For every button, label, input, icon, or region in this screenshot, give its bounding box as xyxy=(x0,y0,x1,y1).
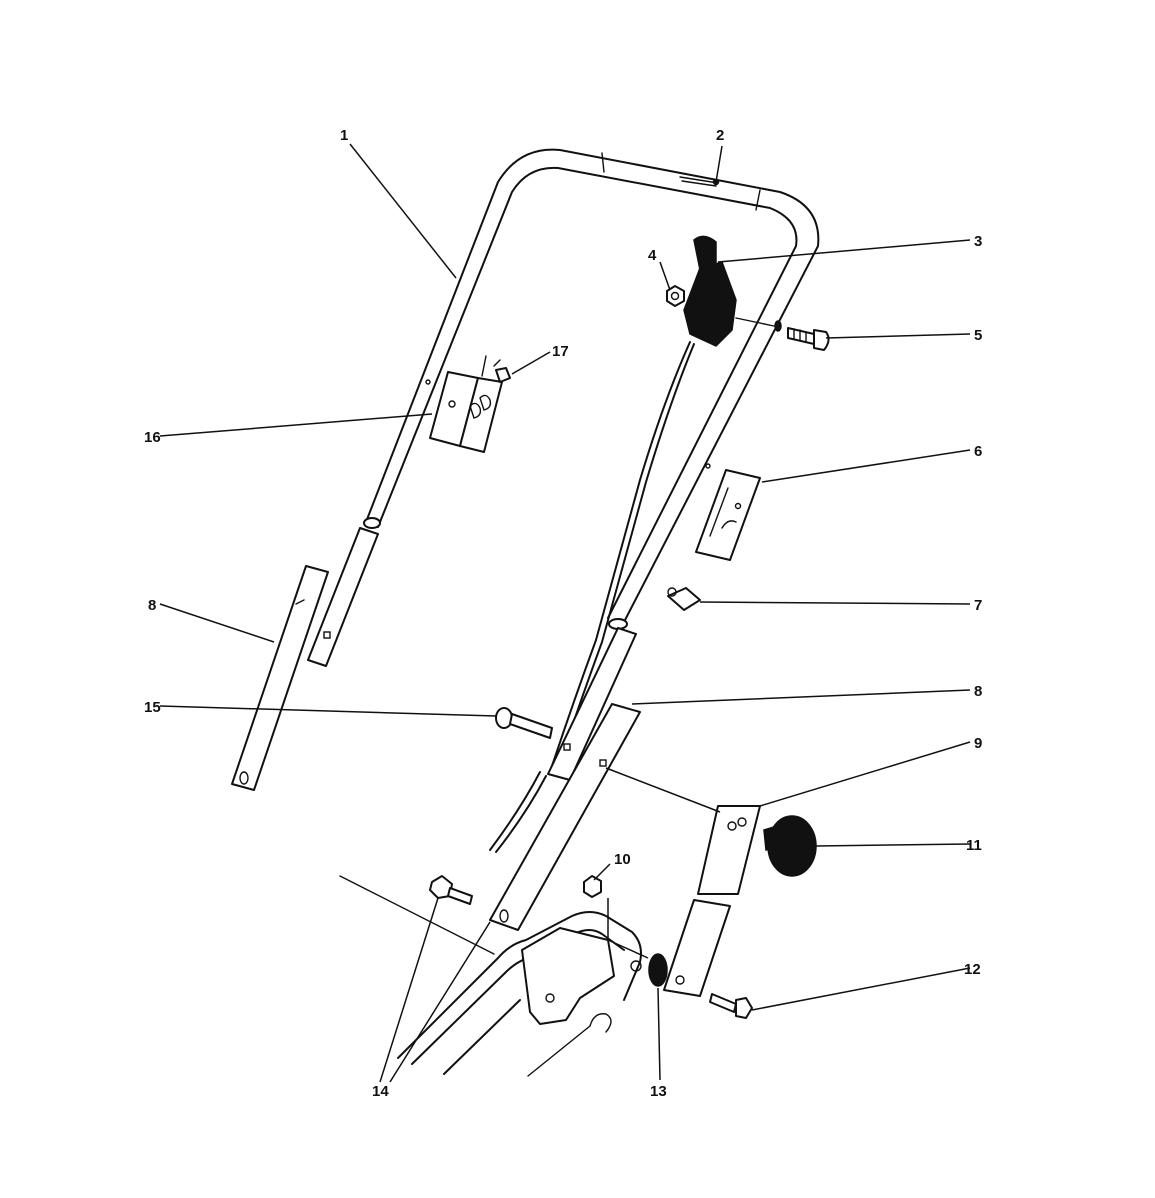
bolt-5 xyxy=(774,320,830,351)
callout-9: 9 xyxy=(974,735,982,752)
callout-17: 17 xyxy=(552,343,569,360)
callouts: 1 2 3 4 5 6 7 8 8 9 10 11 12 13 14 15 16… xyxy=(144,127,982,1100)
callout-16: 16 xyxy=(144,429,161,446)
nut-10 xyxy=(583,875,602,898)
callout-3: 3 xyxy=(974,233,982,250)
bolt-12 xyxy=(709,993,753,1019)
cable-clip-16 xyxy=(425,355,503,453)
lower-handle-left xyxy=(231,527,379,791)
callout-11: 11 xyxy=(966,837,982,854)
callout-6: 6 xyxy=(974,443,982,460)
callout-4: 4 xyxy=(648,247,657,264)
control-cable xyxy=(489,341,695,853)
leader-lines xyxy=(159,143,971,1083)
cable-clip-6 xyxy=(695,463,761,561)
callout-7: 7 xyxy=(974,597,982,614)
lower-handle-right xyxy=(489,627,641,931)
callout-2: 2 xyxy=(716,127,724,144)
callout-8-left: 8 xyxy=(148,597,156,614)
callout-5: 5 xyxy=(974,327,982,344)
callout-12: 12 xyxy=(964,961,981,978)
carriage-bolt-15 xyxy=(495,707,553,739)
callout-15: 15 xyxy=(144,699,161,716)
upper-handle xyxy=(363,148,820,630)
washer-13 xyxy=(648,953,668,987)
cable-tie-7 xyxy=(667,587,701,611)
callout-13: 13 xyxy=(650,1083,667,1100)
screw-17 xyxy=(493,359,511,383)
knob-11 xyxy=(763,815,817,877)
callout-8-right: 8 xyxy=(974,683,982,700)
callout-1: 1 xyxy=(340,127,348,144)
mower-deck xyxy=(339,875,642,1077)
mounting-bracket-9 xyxy=(697,805,761,895)
bolt-14 xyxy=(429,875,473,905)
nut-4 xyxy=(666,285,685,307)
control-lever xyxy=(683,235,775,347)
lower-bracket xyxy=(663,899,731,997)
callout-14: 14 xyxy=(372,1083,389,1100)
callout-10: 10 xyxy=(614,851,631,868)
